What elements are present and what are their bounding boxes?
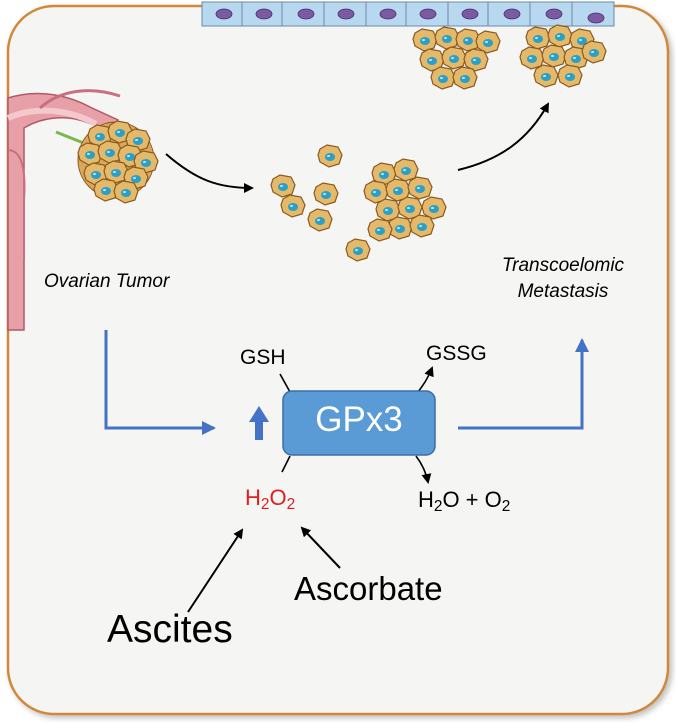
up-arrow-icon [249,406,269,440]
ascorbate-label: Ascorbate [294,570,443,607]
tumor-to-gpx3-arrow [104,330,216,435]
gssg-label: GSSG [426,342,487,365]
ascites-arrow [187,528,244,613]
implantation-arrow [457,102,549,171]
dissemination-arrow [165,153,254,193]
ascorbate-arrow [300,526,341,569]
transcoelomic-metastasis-label: Transcoelomic Metastasis [478,253,648,305]
ovarian-tumor-label: Ovarian Tumor [44,271,170,292]
mesothelial-layer [201,1,615,27]
transcoelomic-line-1: Transcoelomic [501,255,625,276]
gsh-label: GSH [240,346,286,369]
gssg-reaction-arrow [417,366,434,393]
primary-tumor-cluster [77,120,159,204]
gpx3-label: GPx3 [315,400,403,439]
h2o2-reaction-line [281,455,291,473]
water-oxygen-label: H2O + O2 [418,487,511,515]
h2o2-label: H2O2 [245,485,296,513]
gpx3-box [282,390,436,456]
gsh-reaction-line [279,373,291,393]
ascites-label: Ascites [107,608,233,651]
transcoelomic-line-2: Metastasis [517,281,609,302]
gpx3-to-metastasis-arrow [458,338,589,430]
water-reaction-arrow [415,455,432,484]
